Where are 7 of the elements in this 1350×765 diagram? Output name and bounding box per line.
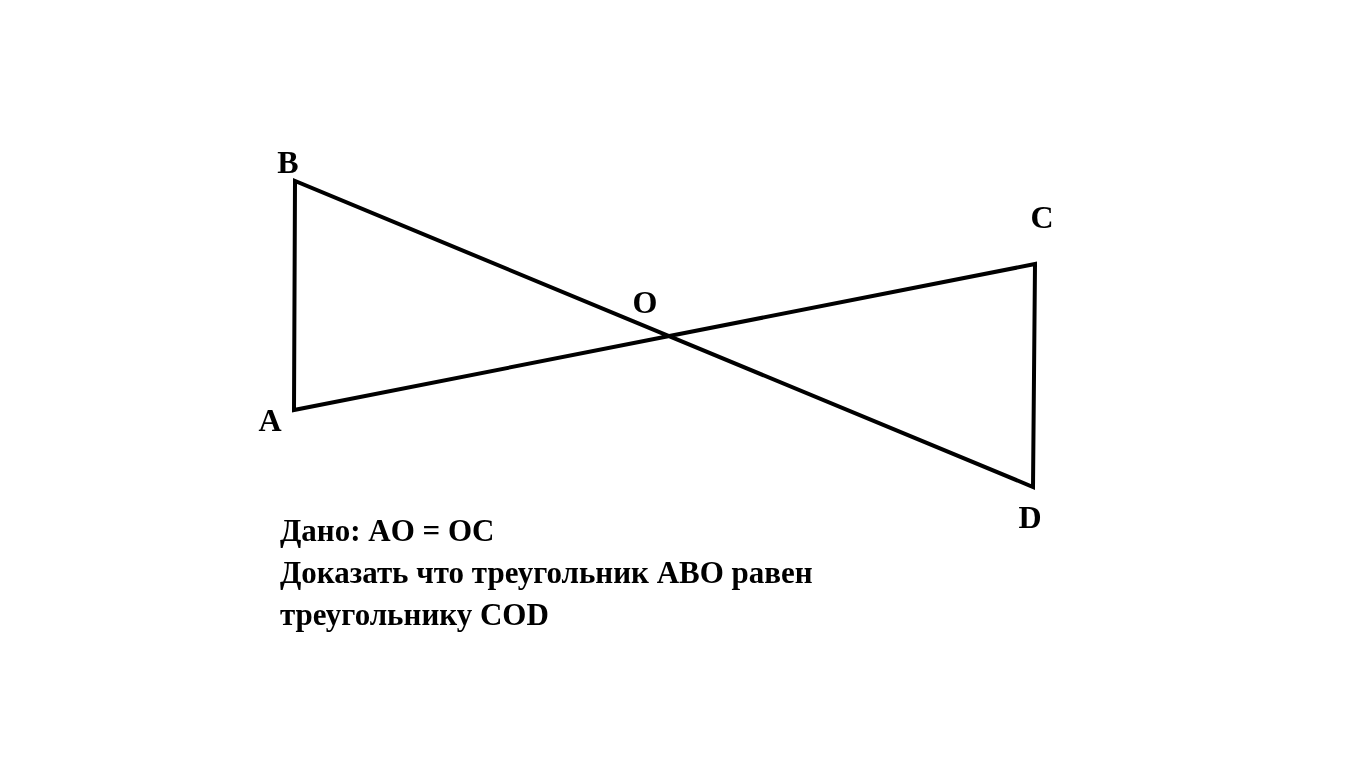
point-label: A (258, 404, 282, 436)
given-text: Дано: AO = OC (280, 512, 496, 550)
point-label: B (277, 146, 299, 178)
task-text: Доказать что треугольник ABO равен треугольнику COD (280, 554, 814, 634)
point-label: C (1030, 201, 1054, 233)
point-label: O (632, 286, 658, 318)
point-label: D (1018, 501, 1042, 533)
